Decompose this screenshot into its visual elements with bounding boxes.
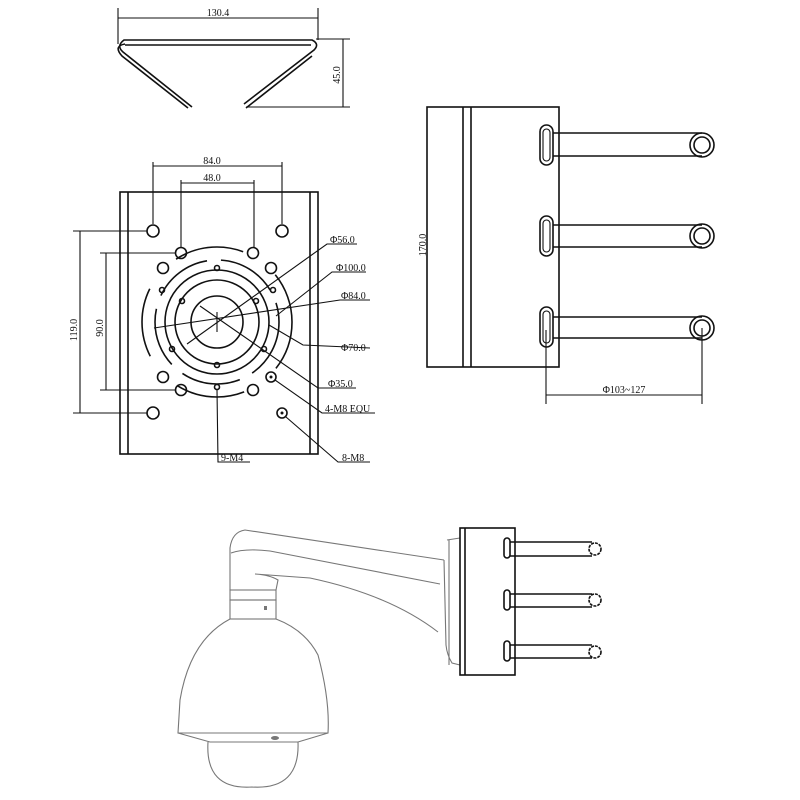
pole-clamp-bottom — [539, 306, 715, 348]
callout-phi100: Φ100.0 — [336, 263, 366, 274]
callout-phi70: Φ70.0 — [341, 343, 366, 354]
camera-housing — [177, 618, 329, 734]
dim-119-label: 119.0 — [69, 319, 80, 341]
mounting-hole — [275, 224, 289, 238]
callout-9-m4: 9-M4 — [221, 453, 243, 464]
callout-4-m8-equ: 4-M8 EQU — [325, 404, 371, 415]
camera-assembly-illustration — [177, 527, 602, 788]
camera-dome — [207, 741, 299, 788]
callout-phi84: Φ84.0 — [341, 291, 366, 302]
wall-arm — [229, 529, 445, 633]
dim-90-label: 90.0 — [95, 319, 106, 337]
mounting-hole — [276, 407, 288, 419]
side-view-bracket: 170.0 Φ103~127 — [418, 106, 715, 404]
mounting-hole — [146, 406, 160, 420]
v-bracket-outer — [118, 39, 318, 108]
top-view-bracket: 130.4 45.0 — [117, 8, 350, 109]
callout-phi35: Φ35.0 — [328, 379, 353, 390]
dim-48-label: 48.0 — [203, 173, 221, 184]
pole-range-label: Φ103~127 — [603, 385, 646, 396]
wall-box — [459, 527, 602, 676]
side-height-label: 170.0 — [418, 234, 429, 257]
circle-56 — [174, 279, 260, 365]
pole-clamp-middle — [539, 215, 715, 257]
camera-neck — [229, 599, 277, 620]
dim-84-label: 84.0 — [203, 156, 221, 167]
height-dimension-label: 45.0 — [332, 66, 343, 84]
front-view-plate: 84.0 48.0 119.0 90.0 — [69, 156, 375, 464]
callout-phi56: Φ56.0 — [330, 235, 355, 246]
callout-8-m8: 8-M8 — [342, 453, 364, 464]
mounting-hole — [146, 224, 160, 238]
width-dimension-label: 130.4 — [207, 8, 230, 19]
pole-clamp-top — [539, 124, 715, 166]
